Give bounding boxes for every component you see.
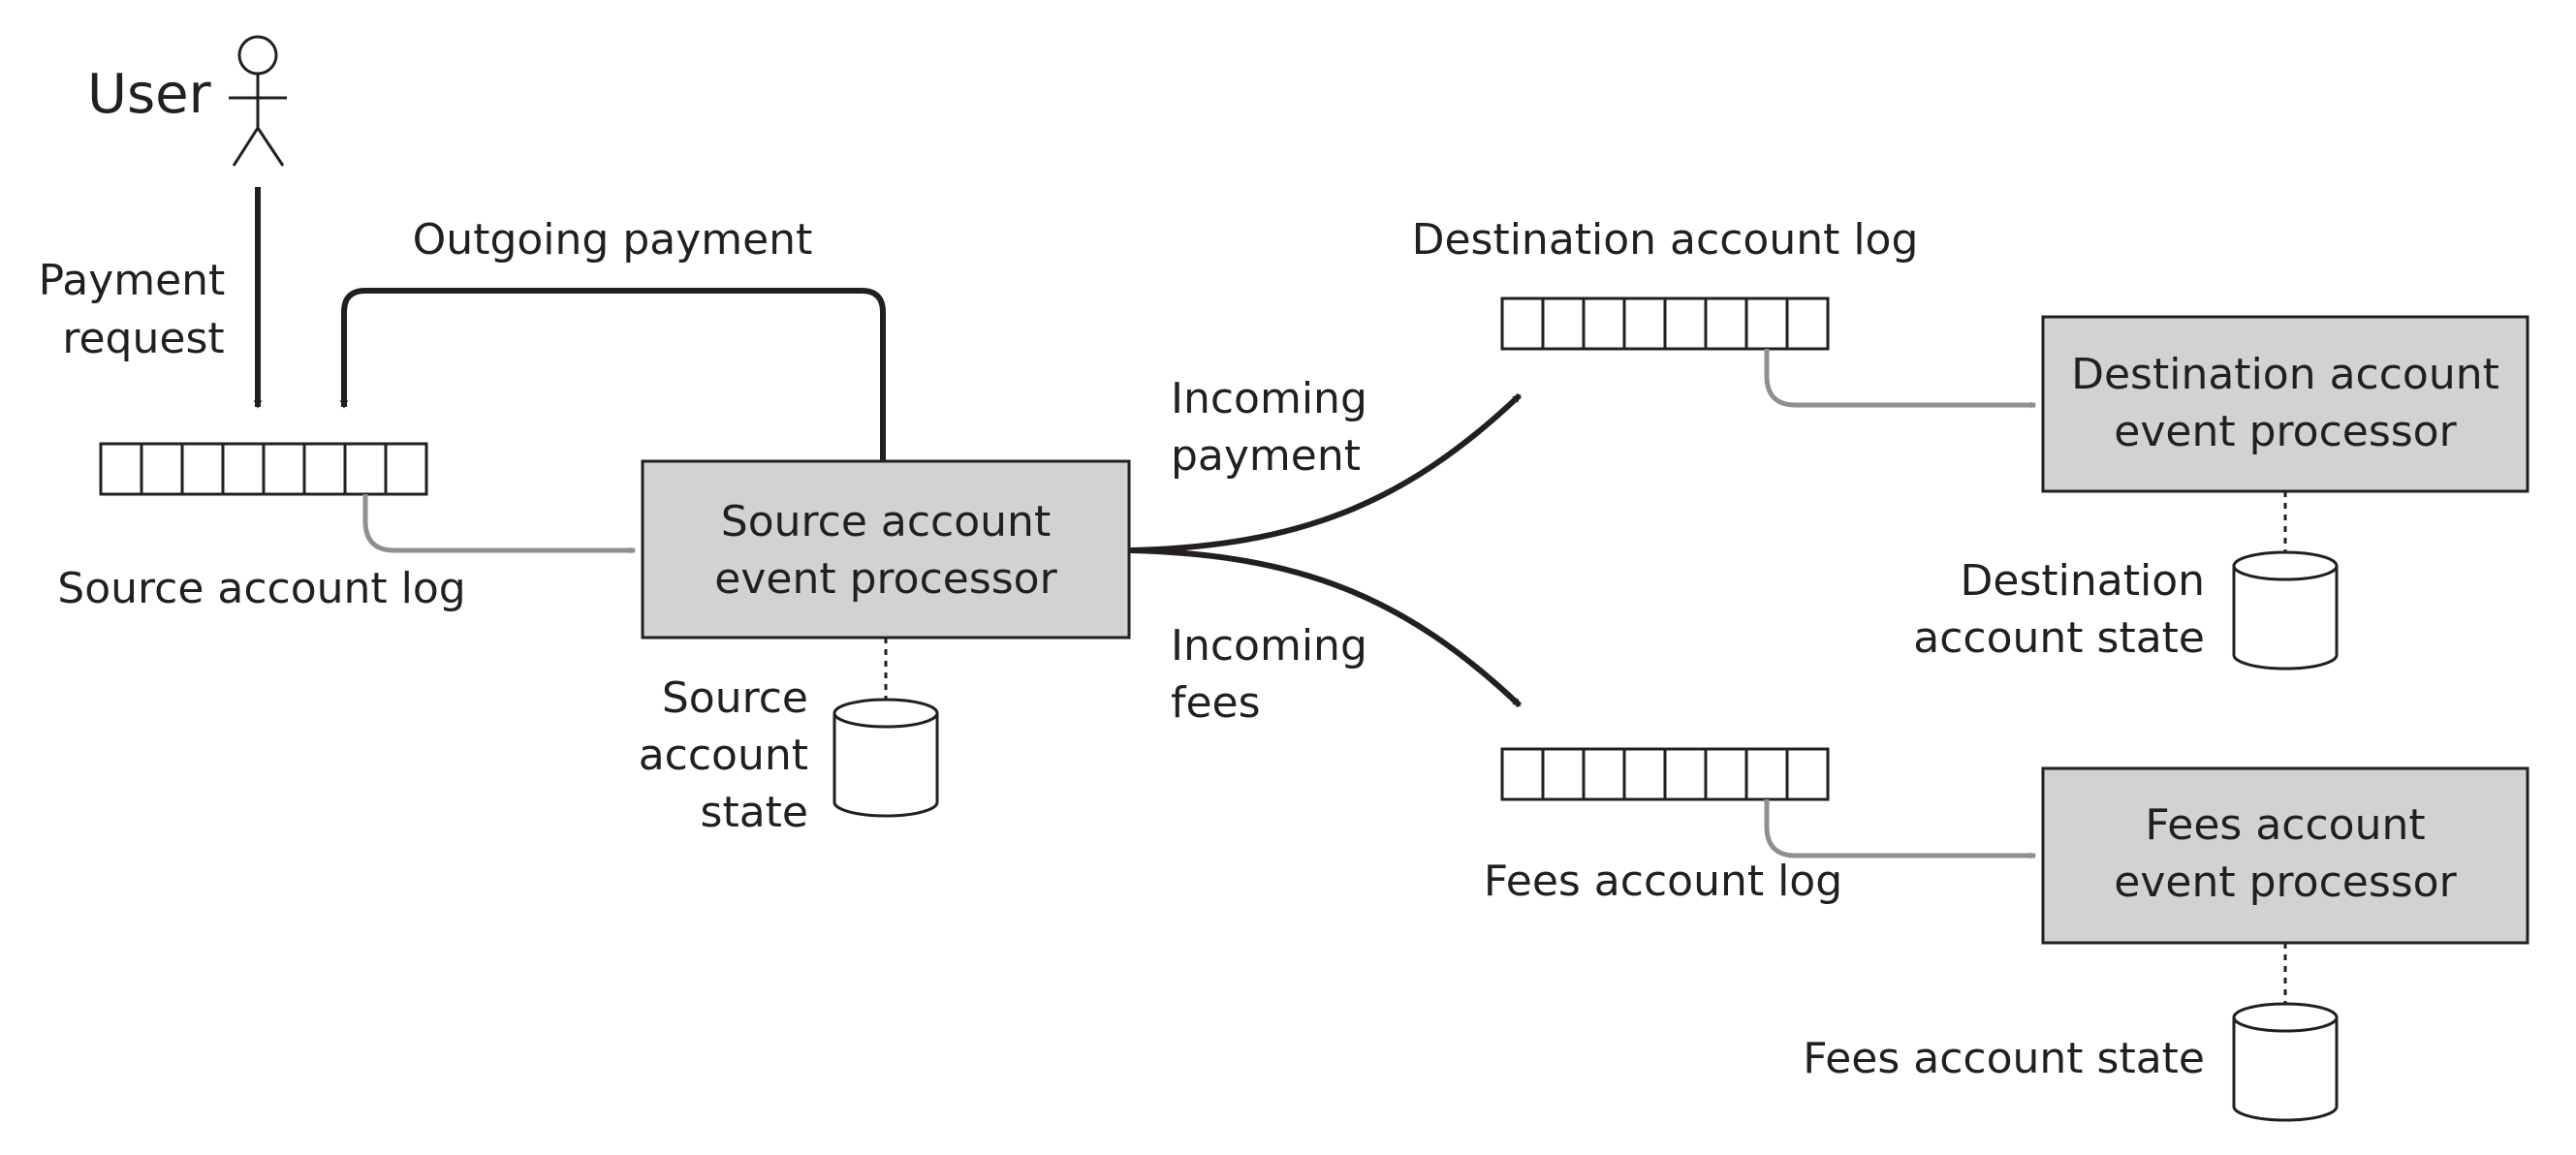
source-account-log [99, 442, 428, 496]
source-processor-label-line1: Source account [721, 497, 1051, 546]
log-cell [140, 442, 184, 496]
log-cell [221, 442, 266, 496]
user-label: User [87, 63, 212, 126]
fees-event-processor [2041, 766, 2529, 945]
log-cell [384, 442, 428, 496]
log-cell [1541, 297, 1586, 351]
outgoing-payment-arrow [339, 288, 886, 461]
destination-account-log-label: Destination account log [1412, 215, 1919, 265]
fees-processor-label-line2: event processor [2114, 858, 2457, 907]
user-actor [229, 35, 287, 167]
source-log-to-processor-arrow [362, 494, 637, 554]
source-state-db-icon [832, 698, 939, 818]
destination-account-log [1500, 297, 1830, 351]
payment-request-label-line2: request [62, 314, 224, 363]
log-cell [1663, 297, 1708, 351]
destination-processor-label-line2: event processor [2114, 407, 2457, 456]
incoming-payment-label-line1: Incoming [1171, 374, 1367, 423]
incoming-payment-label-line2: payment [1171, 431, 1361, 481]
log-cell [1541, 747, 1586, 801]
log-cell [1663, 747, 1708, 801]
log-cell [1744, 747, 1789, 801]
source-account-log-label: Source account log [57, 564, 465, 613]
destination-state-db-icon [2232, 550, 2339, 671]
log-cell [1744, 297, 1789, 351]
user-left-leg [232, 127, 260, 167]
log-cell [1582, 747, 1626, 801]
log-cell [1582, 297, 1626, 351]
fees-state-label: Fees account state [1803, 1034, 2205, 1083]
log-cell [262, 442, 306, 496]
source-state-label-line3: state [701, 788, 808, 837]
log-cell [1622, 747, 1667, 801]
fees-account-log [1500, 747, 1830, 801]
source-event-processor [641, 459, 1131, 640]
incoming-fees-label-line1: Incoming [1171, 621, 1367, 671]
outgoing-payment-label: Outgoing payment [413, 215, 813, 265]
user-head-icon [237, 35, 278, 76]
payment-request-label-line1: Payment [39, 256, 226, 305]
destination-state-label-line1: Destination [1961, 556, 2205, 606]
log-cell [1785, 297, 1830, 351]
log-cell [1500, 297, 1545, 351]
destination-log-to-processor-arrow [1764, 349, 2037, 409]
source-processor-label-line2: event processor [714, 554, 1057, 604]
source-state-label-line1: Source [662, 673, 808, 723]
log-cell [1704, 747, 1748, 801]
fees-processor-label-line1: Fees account [2145, 800, 2425, 850]
destination-state-label-line2: account state [1913, 613, 2205, 663]
fees-state-db-icon [2232, 1002, 2339, 1122]
incoming-payment-arrow [1128, 392, 1523, 553]
destination-processor-label-line1: Destination account [2071, 350, 2499, 399]
fees-account-log-label: Fees account log [1484, 857, 1842, 906]
fees-log-to-processor-arrow [1764, 799, 2037, 859]
source-state-label-line2: account [639, 731, 808, 780]
incoming-fees-label-line2: fees [1171, 678, 1261, 728]
log-cell [302, 442, 347, 496]
log-cell [1704, 297, 1748, 351]
log-cell [99, 442, 143, 496]
log-cell [1785, 747, 1830, 801]
log-cell [1622, 297, 1667, 351]
log-cell [180, 442, 225, 496]
destination-event-processor [2041, 315, 2529, 493]
user-right-leg [256, 127, 285, 167]
log-cell [1500, 747, 1545, 801]
log-cell [343, 442, 388, 496]
incoming-fees-arrow [1128, 547, 1523, 708]
